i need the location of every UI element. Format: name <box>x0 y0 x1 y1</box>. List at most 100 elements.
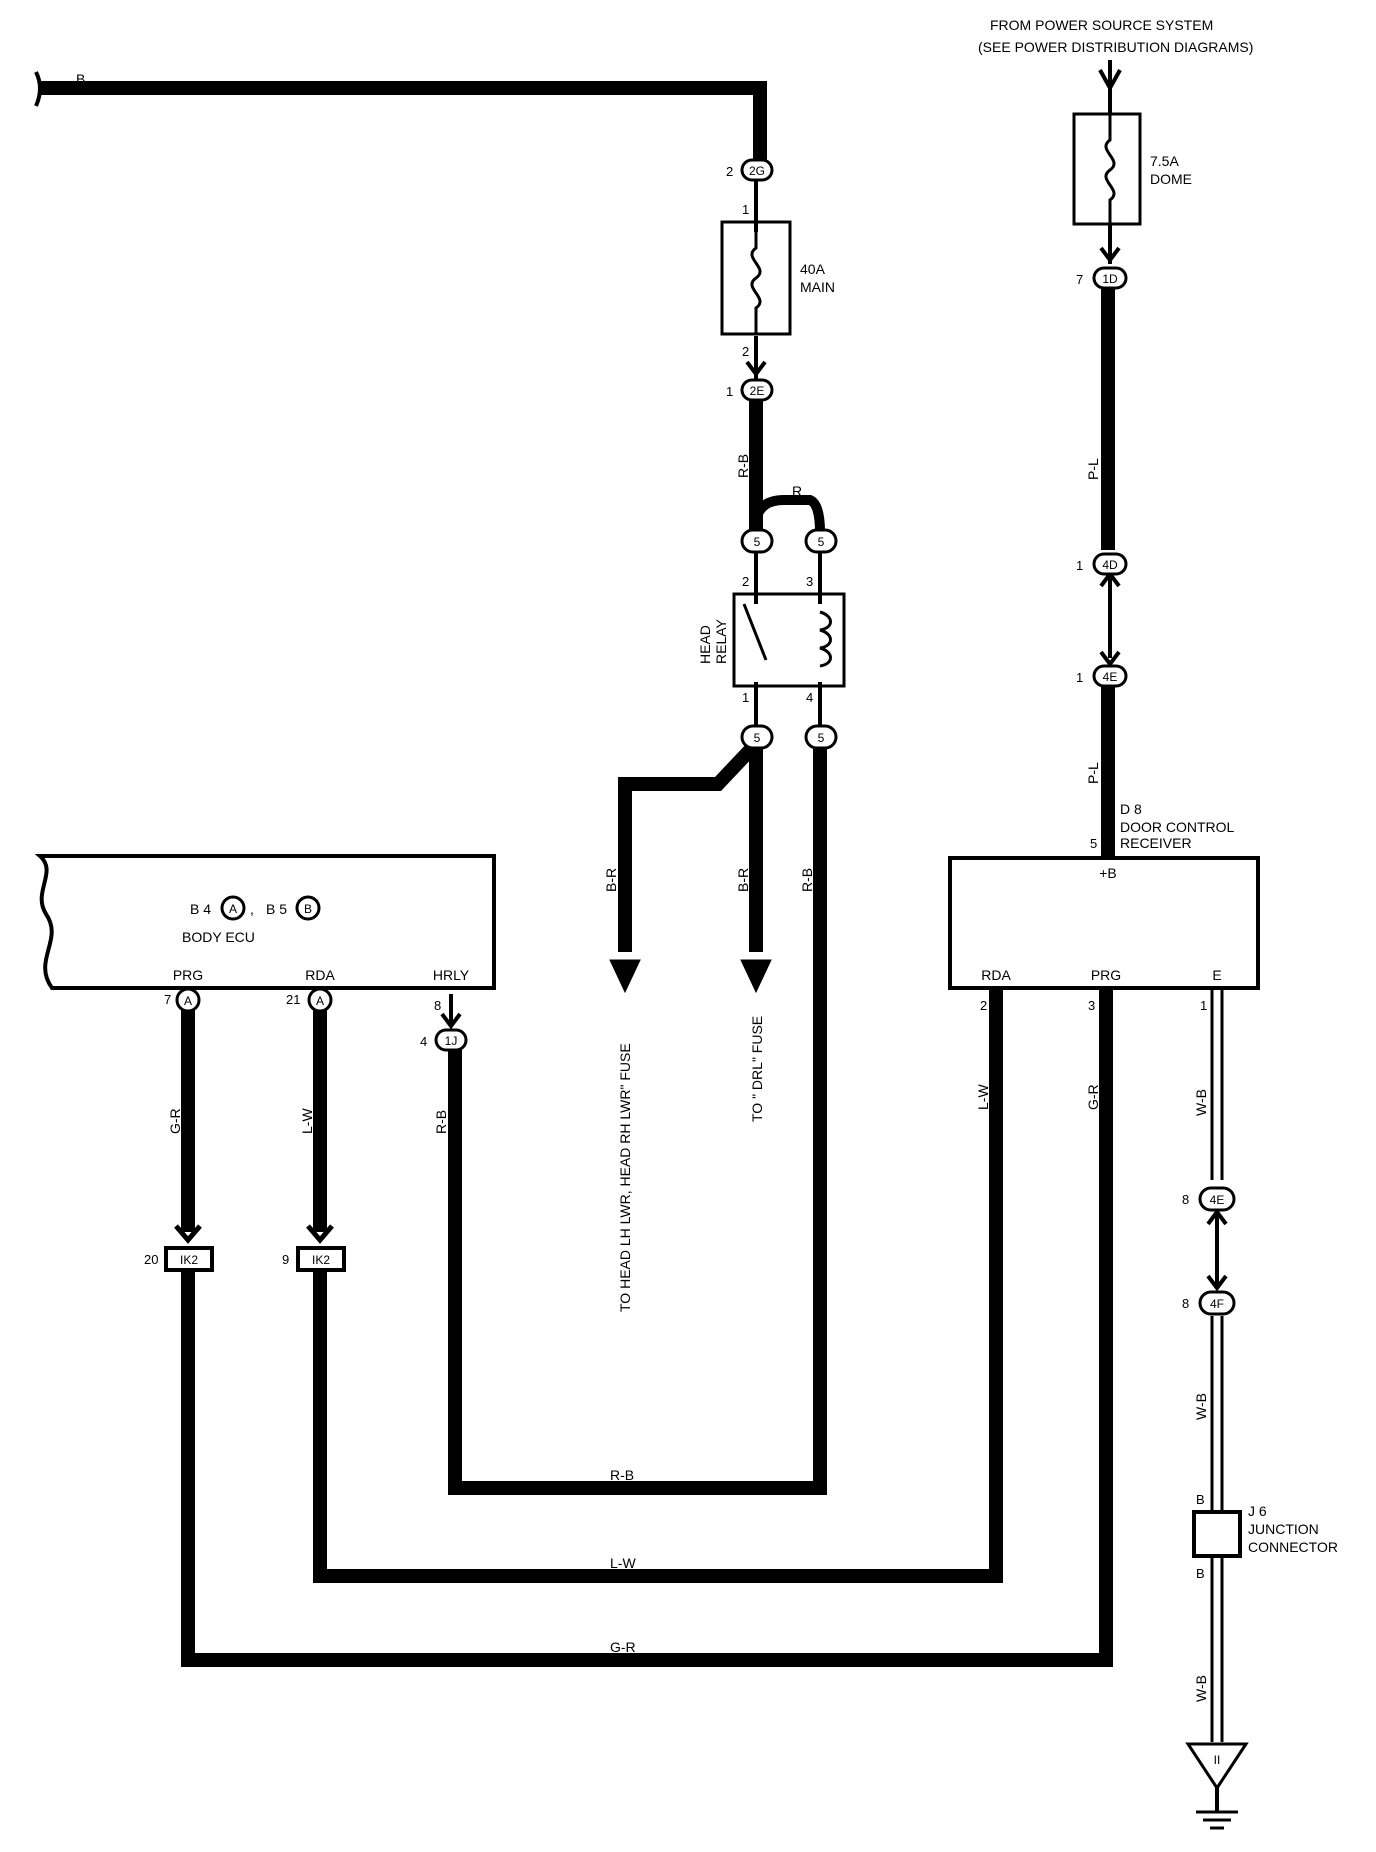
connector-5-left-top <box>740 528 774 554</box>
ground-triangle <box>1185 1742 1249 1791</box>
pin-ecu-hrly: 8 <box>434 998 441 1013</box>
door-terminal-prg: PRG <box>1091 967 1121 983</box>
chevron-4e-down <box>1099 650 1121 668</box>
door-control-name2: RECEIVER <box>1120 835 1192 851</box>
conn-text-5d: 5 <box>818 731 825 745</box>
pin-ecu-prg: 7 <box>164 992 171 1007</box>
conn-text-4e-lower: 4E <box>1210 1193 1225 1207</box>
ecu-connector-b-tag <box>295 895 321 921</box>
power-source-line2: (SEE POWER DISTRIBUTION DIAGRAMS) <box>978 39 1253 55</box>
wires <box>34 60 1224 1812</box>
relay-coil <box>819 610 832 668</box>
conn-text-4f: 4F <box>1210 1297 1224 1311</box>
wire-label-rb-top: R-B <box>735 454 751 478</box>
ecu-connector-sep: , <box>250 901 254 917</box>
wire-wb-1 <box>1210 990 1224 1180</box>
components <box>34 112 1260 1830</box>
wire-b <box>38 81 767 160</box>
conn-text-1j: 1J <box>445 1034 458 1048</box>
wire-label-gr-ecu: G-R <box>167 1108 183 1134</box>
conn-text-ik2-left: IK2 <box>180 1253 198 1267</box>
pin-door-rda: 2 <box>980 998 987 1013</box>
wire-label-rb-relay: R-B <box>799 868 815 892</box>
wire-label-gr-loop: G-R <box>610 1639 636 1655</box>
connector-ik2-left <box>164 1246 214 1272</box>
wire-label-wb-1: W-B <box>1193 1089 1209 1116</box>
ecu-connector-a-tag-text: A <box>229 902 237 916</box>
ground-lines <box>1196 1810 1238 1830</box>
pin-ecu-rda: 21 <box>286 992 300 1007</box>
dome-fuse-element <box>1104 114 1116 224</box>
door-control-box <box>948 856 1260 990</box>
pin-1j: 4 <box>420 1034 427 1049</box>
dome-fuse-name: DOME <box>1150 171 1192 187</box>
ecu-terminal-prg: PRG <box>173 967 203 983</box>
ecu-connector-a: B 4 <box>190 901 211 917</box>
conn-text-2g: 2G <box>749 164 765 178</box>
wire-label-lw-door: L-W <box>975 1084 991 1110</box>
arrow-head-head-fuse <box>609 959 641 994</box>
door-terminal-e: E <box>1212 967 1221 983</box>
texts: FROM POWER SOURCE SYSTEM (SEE POWER DIST… <box>76 17 1338 1767</box>
pin-main-1: 1 <box>742 202 749 217</box>
door-terminal-rda: RDA <box>981 967 1011 983</box>
wire-label-r: R <box>792 483 802 499</box>
connector-ik2-right <box>296 1246 346 1272</box>
pin-j6-top: B <box>1196 1492 1205 1507</box>
wire-rb-loop <box>448 748 827 1495</box>
wire-label-wb-2: W-B <box>1193 1393 1209 1420</box>
conn-text-ik2-right: IK2 <box>312 1253 330 1267</box>
dome-fuse-box <box>1072 112 1142 226</box>
main-fuse-rating: 40A <box>800 261 826 277</box>
pin-door-e: 1 <box>1200 998 1207 1013</box>
wire-label-br-head: B-R <box>603 868 619 892</box>
conn-text-a-rda: A <box>316 994 324 1008</box>
wire-label-gr-door: G-R <box>1085 1084 1101 1110</box>
arrow-head-drl-fuse <box>740 959 772 994</box>
pin-ik2-right: 9 <box>282 1252 289 1267</box>
wire-label-b: B <box>76 71 85 87</box>
wire-gr-loop <box>181 990 1113 1667</box>
conn-text-5a: 5 <box>754 535 761 549</box>
chevron-ik2-left <box>174 1224 202 1244</box>
relay-name-line1: HEAD <box>697 625 713 664</box>
pin-2e: 1 <box>726 384 733 399</box>
ecu-connector-b: B 5 <box>266 901 287 917</box>
conn-text-4d: 4D <box>1102 558 1118 572</box>
body-ecu-box <box>34 854 496 990</box>
power-source-line1: FROM POWER SOURCE SYSTEM <box>990 17 1213 33</box>
chevron-2e <box>745 360 767 378</box>
pin-4e-lower: 8 <box>1182 1192 1189 1207</box>
door-control-id: D 8 <box>1120 801 1142 817</box>
pin-relay-2: 2 <box>742 574 749 589</box>
wire-b-cut-end <box>34 71 42 107</box>
pin-ik2-left: 20 <box>144 1252 158 1267</box>
conn-text-5c: 5 <box>754 731 761 745</box>
wire-label-lw-loop: L-W <box>610 1555 636 1571</box>
ecu-terminal-rda: RDA <box>305 967 335 983</box>
arrows <box>174 69 1228 1292</box>
junction-name2: CONNECTOR <box>1248 1539 1338 1555</box>
dest-head-fuse: TO HEAD LH LWR, HEAD RH LWR" FUSE <box>617 1043 633 1312</box>
wire-label-rb-loop: R-B <box>610 1467 634 1483</box>
wire-label-pl-top: P-L <box>1085 458 1101 480</box>
connector-a-prg <box>175 987 201 1013</box>
ecu-connector-a-tag <box>220 895 246 921</box>
junction-id: J 6 <box>1248 1503 1267 1519</box>
pin-door-5: 5 <box>1090 836 1097 851</box>
door-control-name1: DOOR CONTROL <box>1120 819 1235 835</box>
main-fuse-element <box>750 222 762 334</box>
dome-fuse-rating: 7.5A <box>1150 153 1179 169</box>
connector-5-right-top <box>804 528 838 554</box>
ecu-connector-b-tag-text: B <box>304 902 312 916</box>
arrow-power-in <box>1098 69 1122 93</box>
conn-text-4e-upper: 4E <box>1103 670 1118 684</box>
connector-5-right-bottom <box>804 724 838 750</box>
connector-5-left-bottom <box>740 724 774 750</box>
pin-4e-upper: 1 <box>1076 670 1083 685</box>
conn-text-1d: 1D <box>1102 272 1118 286</box>
wire-label-pl-bottom: P-L <box>1085 762 1101 784</box>
head-relay-box <box>732 592 846 688</box>
connector-1j <box>434 1028 468 1052</box>
